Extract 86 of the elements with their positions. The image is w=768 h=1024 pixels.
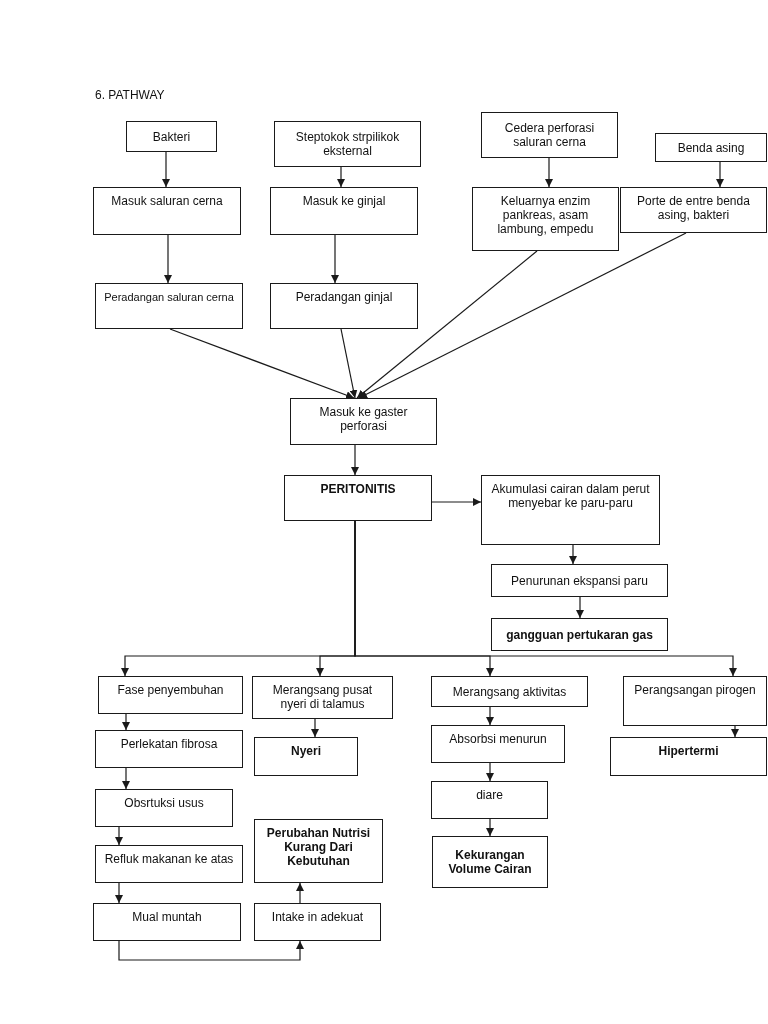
process-box [95, 283, 243, 329]
step-text: Benda asing [677, 140, 745, 155]
step-text: gangguan pertukaran gas [506, 627, 653, 642]
arrow [351, 444, 359, 476]
process-box [431, 781, 548, 819]
step-text: Merangsang aktivitas [452, 684, 567, 699]
step-text: Perubahan Nutrisi Kurang Dari Kebutuhan [265, 826, 372, 868]
process-box [491, 564, 668, 597]
process-box [254, 737, 358, 776]
arrow [337, 166, 345, 188]
process-box [290, 398, 437, 445]
step-text: Hipertermi [658, 744, 719, 758]
step-text: Merangsang pusat nyeri di talamus [271, 683, 374, 711]
process-box [610, 737, 767, 776]
process-box [481, 475, 660, 545]
process-box [93, 187, 241, 235]
arrow [716, 161, 724, 188]
arrow [162, 151, 170, 188]
step-text: Peradangan ginjal [295, 290, 393, 304]
step-text: Porte de entre benda asing, bakteri [636, 194, 751, 222]
arrow [486, 818, 494, 837]
arrow [486, 762, 494, 782]
arrow [545, 157, 553, 188]
process-box [98, 676, 243, 714]
step-text: Masuk saluran cerna [111, 194, 223, 208]
process-box [655, 133, 767, 162]
process-box [284, 475, 432, 521]
step-text: Steptokok strpilikok eksternal [294, 130, 401, 158]
step-text: Bakteri [152, 129, 191, 144]
diagram-title: 6. PATHWAY [95, 88, 165, 102]
step-text: Penurunan ekspansi paru [511, 573, 648, 588]
process-box [254, 903, 381, 941]
process-box [491, 618, 668, 651]
step-text: Fase penyembuhan [117, 683, 224, 697]
arrow [569, 544, 577, 565]
process-box [274, 121, 421, 167]
process-box [620, 187, 767, 233]
step-text: Akumulasi cairan dalam perut menyebar ke paru-paru [490, 482, 651, 510]
arrow [356, 250, 538, 399]
arrow [576, 596, 584, 619]
process-box [252, 676, 393, 719]
arrow [118, 940, 304, 961]
step-text: Nyeri [291, 744, 321, 758]
process-box [254, 819, 383, 883]
process-box [270, 283, 418, 329]
arrow [122, 767, 130, 790]
arrow [311, 718, 319, 738]
step-text: Intake in adekuat [271, 910, 364, 924]
arrow [731, 725, 739, 738]
step-text: Refluk makanan ke atas [104, 852, 234, 866]
process-box [93, 903, 241, 941]
process-box [95, 789, 233, 827]
arrow [296, 882, 304, 904]
step-text: Obsrtuksi usus [124, 796, 204, 810]
arrow [115, 826, 123, 846]
process-box [95, 730, 243, 768]
arrow [354, 520, 737, 677]
arrow [164, 234, 172, 284]
process-box [95, 845, 243, 883]
step-text: Kekurangan Volume Cairan [447, 848, 533, 876]
step-text: Keluarnya enzim pankreas, asam lambung, empedu [496, 194, 595, 236]
step-text: Absorbsi menurun [449, 732, 547, 746]
arrow [115, 882, 123, 904]
process-box [126, 121, 217, 152]
step-text: Perlekatan fibrosa [120, 737, 218, 751]
process-box [472, 187, 619, 251]
process-box [481, 112, 618, 158]
step-text: Masuk ke ginjal [302, 194, 386, 208]
arrow [169, 328, 355, 399]
arrow [431, 498, 482, 506]
step-text: Masuk ke gaster perforasi [318, 405, 409, 433]
process-box [431, 725, 565, 763]
step-text: diare [476, 788, 503, 802]
arrow [486, 706, 494, 726]
step-text: Cedera perforasi saluran cerna [503, 121, 596, 149]
arrow [331, 234, 339, 284]
process-box [270, 187, 418, 235]
step-text: PERITONITIS [320, 482, 396, 496]
arrow [340, 328, 358, 399]
step-text: Perangsangan pirogen [634, 683, 756, 697]
step-text: Peradangan saluran cerna [104, 290, 234, 304]
process-box [431, 676, 588, 707]
process-box [432, 836, 548, 888]
process-box [623, 676, 767, 726]
step-text: Mual muntah [132, 910, 202, 924]
arrow [122, 713, 130, 731]
